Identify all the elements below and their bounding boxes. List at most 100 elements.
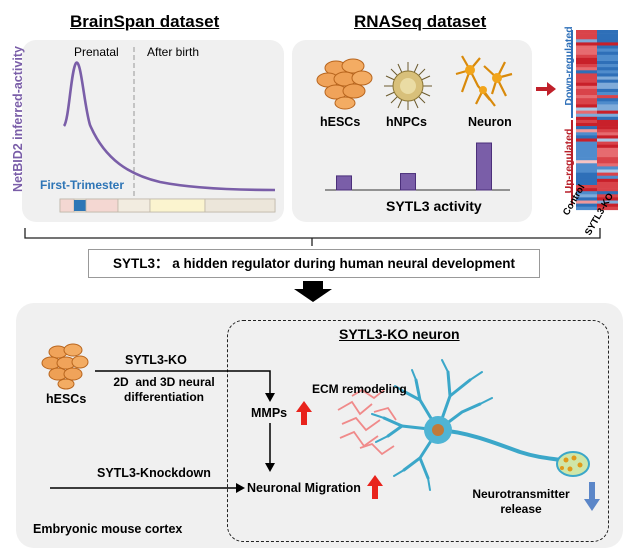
synaptic-terminal-icon	[556, 451, 590, 477]
heatmap-cell	[576, 163, 597, 167]
neuron-nucleus	[432, 424, 444, 436]
timeline-bar	[59, 198, 276, 213]
heatmap-cell	[597, 147, 618, 152]
heatmap-cell	[576, 172, 597, 176]
heatmap-cell	[597, 119, 618, 124]
heatmap-cell	[576, 110, 597, 114]
activity-curve	[62, 61, 276, 192]
heatmap-cell	[597, 191, 618, 195]
neurotransmitter-line-2: release	[500, 502, 542, 516]
knockdown-label: SYTL3-Knockdown	[97, 466, 211, 480]
brainspan-panel	[22, 40, 284, 222]
mmps-up-arrow-icon	[296, 401, 312, 425]
heatmap-cell	[576, 203, 597, 207]
cell-label-neuron: Neuron	[468, 115, 512, 129]
heatmap-cell	[576, 57, 597, 62]
heatmap-cell	[576, 98, 597, 102]
heatmap-cell	[576, 79, 597, 83]
heatmap-cell	[597, 85, 618, 90]
neurotransmitter-line-1: Neurotransmitter	[472, 487, 570, 501]
heatmap-cell	[597, 157, 618, 161]
heatmap-cell	[576, 51, 597, 56]
heatmap-cell	[597, 166, 618, 170]
ko-neuron-title: SYTL3-KO neuron	[339, 326, 460, 342]
cell-label-hnpcs: hNPCs	[386, 115, 427, 129]
ecm-remodeling-label: ECM remodeling	[312, 382, 407, 396]
after-birth-label: After birth	[147, 45, 200, 59]
first-trimester-segment	[74, 200, 86, 211]
heatmap-cell	[597, 76, 618, 80]
activity-bar-hnpcs	[400, 173, 416, 191]
heatmap-cell	[597, 92, 618, 96]
heatmap-cell	[597, 160, 618, 164]
heatmap-cell	[597, 101, 618, 105]
heatmap-cell	[576, 113, 597, 118]
mouse-cortex-label: Embryonic mouse cortex	[33, 522, 183, 536]
heatmap-cell	[576, 191, 597, 195]
heatmap-cell	[597, 73, 618, 77]
heatmap-cell	[576, 188, 597, 192]
rnaseq-title: RNASeq dataset	[354, 12, 487, 31]
heatmap-cell	[576, 85, 597, 90]
heatmap-cell	[597, 79, 618, 83]
heatmap-cell	[597, 154, 618, 158]
heatmap-cell	[597, 185, 618, 189]
neurotransmitter-down-arrow-icon	[584, 482, 600, 511]
heatmap-cell	[576, 129, 597, 133]
prenatal-label: Prenatal	[74, 45, 119, 59]
heatmap-cells	[576, 30, 618, 211]
heatmap-cell	[597, 30, 618, 34]
activity-bar-neuron	[476, 142, 492, 191]
heatmap-cell	[597, 206, 618, 211]
hnpc-sphere-icon	[384, 62, 432, 110]
heatmap-cell	[576, 157, 597, 161]
heatmap-cell	[576, 88, 597, 93]
heatmap-cell	[597, 33, 618, 37]
heatmap-cell	[597, 98, 618, 102]
heatmap-cell	[597, 104, 618, 108]
heatmap-cell	[597, 163, 618, 167]
heatmap-cell	[597, 107, 618, 111]
differentiation-line-1: 2D and 3D neural	[113, 375, 215, 389]
neuron-illustration	[371, 359, 572, 491]
heatmap-cell	[576, 160, 597, 164]
heatmap-cell	[576, 82, 597, 87]
neuronal-migration-label: Neuronal Migration	[247, 481, 361, 495]
migration-up-arrow-icon	[367, 475, 383, 499]
heatmap-cell	[576, 206, 597, 211]
heatmap-cell	[576, 36, 597, 40]
heatmap-cell	[576, 39, 597, 43]
heatmap-cell	[597, 39, 618, 43]
heatmap-cell	[597, 48, 618, 52]
heatmap-cell	[576, 119, 597, 124]
heatmap-cell	[576, 154, 597, 158]
heatmap-cell	[576, 132, 597, 136]
cell-label-hescs: hESCs	[320, 115, 361, 129]
heatmap-cell	[576, 101, 597, 105]
first-trimester-label: First-Trimester	[40, 178, 125, 192]
heatmap-cell	[576, 54, 597, 59]
activity-bar-chart	[325, 142, 510, 191]
heatmap-cell	[576, 200, 597, 204]
heatmap-cell	[576, 197, 597, 201]
heatmap-cell	[576, 45, 597, 49]
heatmap-cell	[597, 126, 618, 130]
heatmap-cell	[576, 48, 597, 52]
heatmap-cell	[597, 123, 618, 127]
bottom-hescs-label: hESCs	[46, 392, 87, 406]
heatmap-cell	[597, 172, 618, 176]
heatmap-cell	[576, 42, 597, 46]
heatmap-cell	[597, 45, 618, 49]
heatmap-cell	[576, 126, 597, 130]
heatmap-cell	[597, 150, 618, 155]
heatmap-cell	[597, 129, 618, 133]
heatmap-cell	[597, 70, 618, 74]
pointer-arrow-icon	[536, 82, 556, 96]
heatmap-cell	[576, 178, 597, 183]
heatmap-cell	[576, 107, 597, 111]
